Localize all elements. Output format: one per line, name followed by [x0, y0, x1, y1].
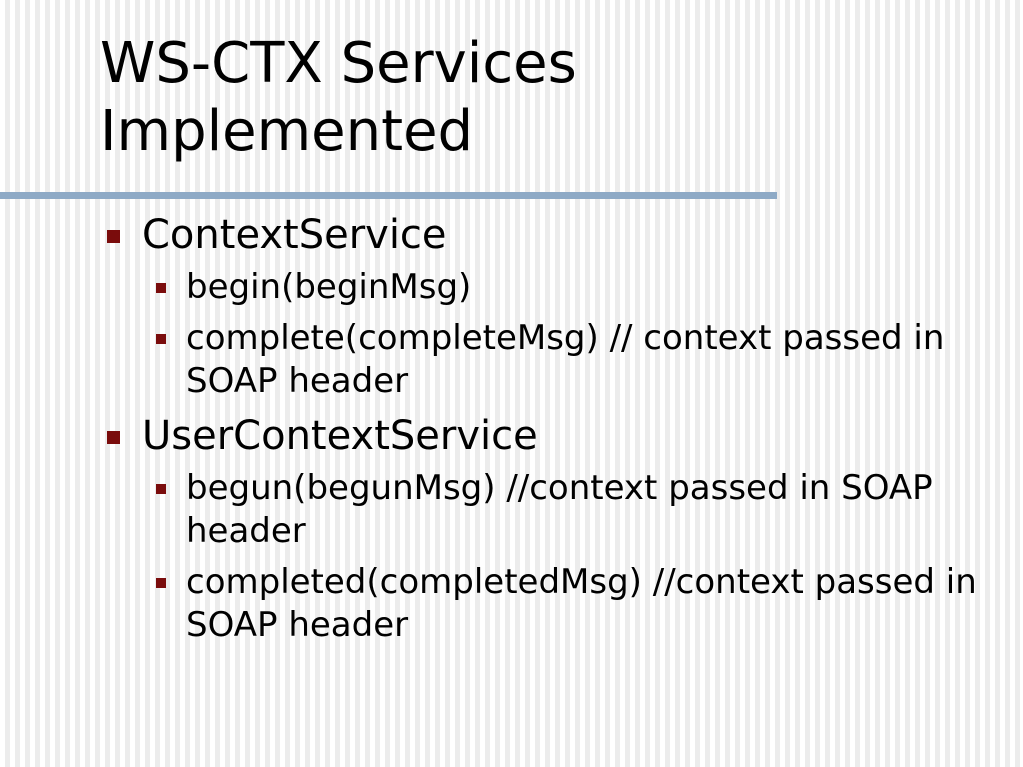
square-bullet-icon	[156, 334, 166, 344]
sub-list-item-label: begun(begunMsg) //context passed in SOAP…	[186, 468, 933, 551]
list-item: ContextService	[100, 210, 1000, 260]
slide-title: WS-CTX Services Implemented	[100, 31, 577, 164]
list-item-label: ContextService	[142, 212, 447, 258]
sub-list-item: complete(completeMsg) // context passed …	[100, 317, 1000, 403]
square-bullet-icon	[156, 578, 166, 588]
sub-list-item-label: complete(completeMsg) // context passed …	[186, 318, 945, 401]
sub-list-item: completed(completedMsg) //context passed…	[100, 561, 1000, 647]
title-divider	[0, 192, 777, 199]
list-item-label: UserContextService	[142, 413, 538, 459]
square-bullet-icon	[156, 283, 166, 293]
sub-list-item-label: begin(beginMsg)	[186, 267, 472, 307]
sub-list-item-label: completed(completedMsg) //context passed…	[186, 562, 977, 645]
sub-list-item: begun(begunMsg) //context passed in SOAP…	[100, 467, 1000, 553]
square-bullet-icon	[107, 230, 120, 243]
list-item: UserContextService	[100, 411, 1000, 461]
square-bullet-icon	[107, 431, 120, 444]
bullet-list: ContextService begin(beginMsg) complete(…	[100, 210, 1000, 655]
sub-list-item: begin(beginMsg)	[100, 266, 1000, 309]
square-bullet-icon	[156, 484, 166, 494]
